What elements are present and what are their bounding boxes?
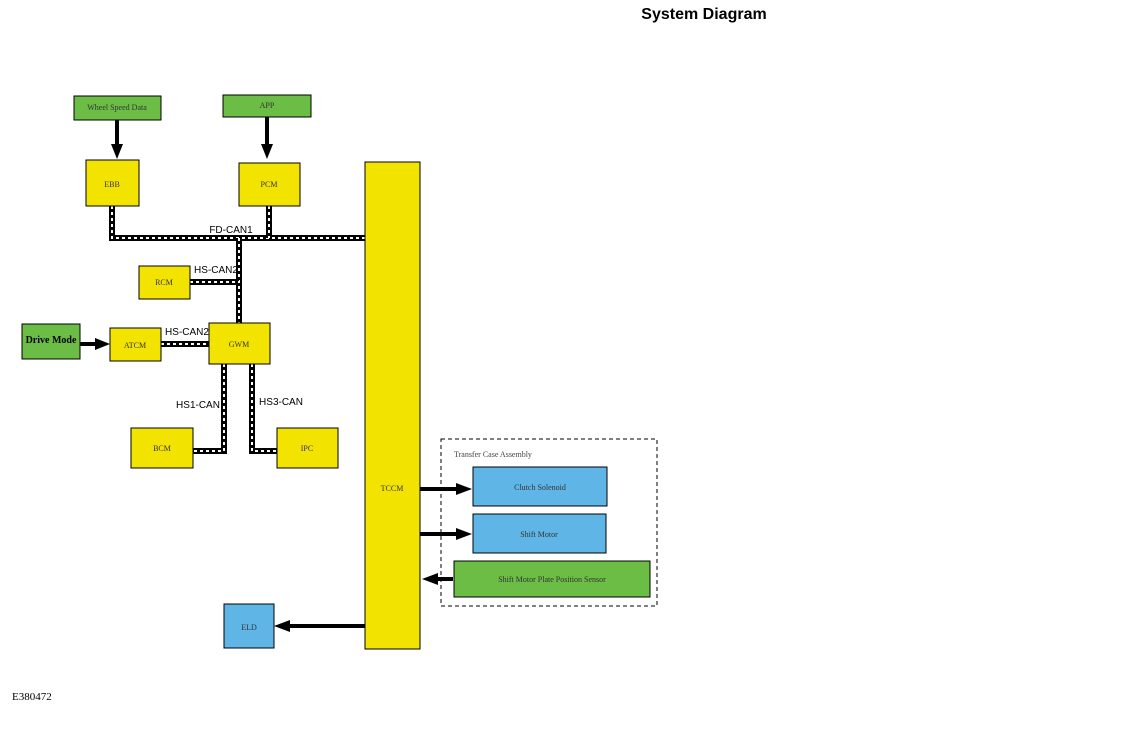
- rcm-label: RCM: [155, 278, 173, 287]
- hs1-can-label: HS1-CAN: [176, 400, 220, 411]
- gwm-module: GWM: [208, 322, 271, 365]
- hs3-can-label: HS3-CAN: [259, 397, 303, 408]
- ipc-module: IPC: [276, 427, 339, 469]
- shift-motor-sensor-label: Shift Motor Plate Position Sensor: [498, 575, 606, 584]
- app-label: APP: [260, 101, 275, 110]
- eld-module: ELD: [223, 603, 275, 649]
- eld-label: ELD: [241, 623, 257, 632]
- hs3-can-bus: [249, 364, 277, 454]
- wheel-speed-data-box: Wheel Speed Data: [73, 95, 162, 121]
- drive-mode-label: Drive Mode: [26, 335, 77, 346]
- document-id: E380472: [12, 691, 52, 703]
- transfer-case-assembly-label: Transfer Case Assembly: [454, 450, 532, 459]
- pcm-module: PCM: [238, 162, 301, 207]
- tccm-module: TCCM: [364, 161, 421, 650]
- fd-can1-label: FD-CAN1: [209, 225, 253, 236]
- app-arrow: [261, 117, 273, 159]
- drive-mode-arrow: [80, 338, 110, 350]
- hs-can2-atcm-label: HS-CAN2: [165, 327, 209, 338]
- ebb-label: EBB: [104, 180, 120, 189]
- fd-can1-bus: [109, 206, 365, 241]
- clutch-solenoid-arrow: [420, 483, 472, 495]
- transfer-case-assembly-group: [440, 438, 658, 607]
- ipc-label: IPC: [301, 444, 313, 453]
- eld-arrow: [274, 620, 365, 632]
- wheel-speed-data-label: Wheel Speed Data: [87, 103, 147, 112]
- app-box: APP: [222, 94, 312, 118]
- shift-motor-box: Shift Motor: [472, 513, 607, 554]
- atcm-label: ATCM: [124, 341, 146, 350]
- tccm-label: TCCM: [381, 484, 404, 493]
- rcm-module: RCM: [138, 265, 191, 300]
- wheel-speed-arrow: [111, 120, 123, 159]
- clutch-solenoid-label: Clutch Solenoid: [514, 483, 566, 492]
- bcm-module: BCM: [130, 427, 194, 469]
- hs-can2-rcm-label: HS-CAN2: [194, 265, 238, 276]
- hs1-can-bus: [193, 364, 227, 454]
- drive-mode-box: Drive Mode: [21, 323, 81, 360]
- bcm-label: BCM: [153, 444, 171, 453]
- gwm-label: GWM: [229, 340, 249, 349]
- sensor-arrow: [422, 573, 453, 585]
- pcm-label: PCM: [261, 180, 278, 189]
- shift-motor-label: Shift Motor: [520, 530, 558, 539]
- diagram-title: System Diagram: [641, 6, 766, 23]
- shift-motor-plate-position-sensor-box: Shift Motor Plate Position Sensor: [453, 560, 651, 598]
- shift-motor-arrow: [420, 528, 472, 540]
- atcm-module: ATCM: [109, 327, 162, 362]
- clutch-solenoid-box: Clutch Solenoid: [472, 466, 608, 507]
- ebb-module: EBB: [85, 159, 140, 207]
